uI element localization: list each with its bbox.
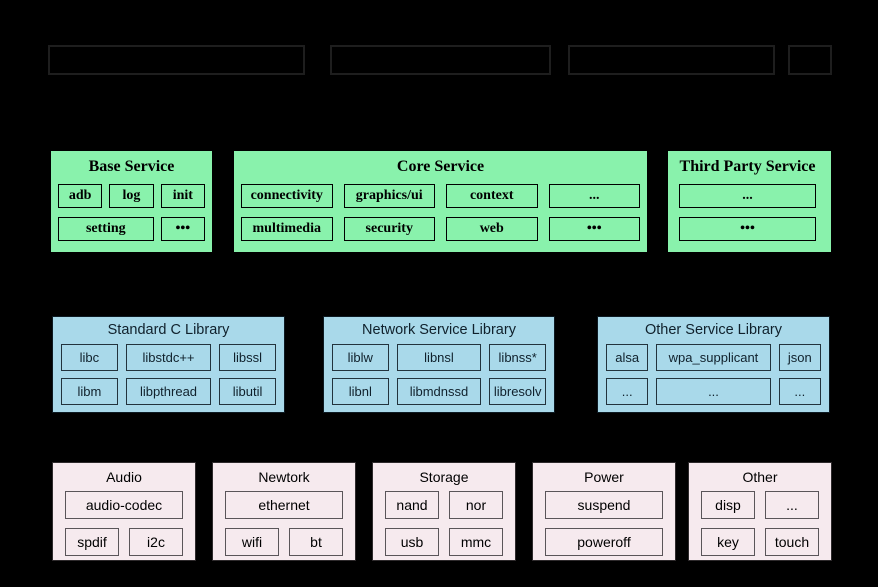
cell-core-ellipsis-1: ... bbox=[548, 184, 640, 208]
cell-base-ellipsis: ••• bbox=[160, 217, 205, 241]
third-party-service-cells: ... ••• bbox=[679, 184, 816, 241]
cell-multimedia: multimedia bbox=[241, 217, 333, 241]
cell-libssl: libssl bbox=[219, 344, 276, 371]
network-service-library-title: Network Service Library bbox=[362, 322, 516, 338]
standard-c-library-cells: libc libstdc++ libssl libm libpthread li… bbox=[61, 344, 276, 405]
cell-core-ellipsis-2: ••• bbox=[548, 217, 640, 241]
cell-init: init bbox=[160, 184, 205, 208]
panel-base-service: Base Service adb log init setting ••• bbox=[50, 150, 213, 253]
cell-graphics-ui: graphics/ui bbox=[343, 184, 435, 208]
cell-libpthread: libpthread bbox=[125, 378, 212, 405]
cell-i2c: i2c bbox=[129, 528, 183, 556]
cell-log: log bbox=[109, 184, 154, 208]
cell-web: web bbox=[446, 217, 538, 241]
cell-other-ellipsis: ... bbox=[765, 491, 819, 519]
newtork-cells: ethernet wifi bt bbox=[225, 491, 343, 556]
cell-libnss: libnss* bbox=[489, 344, 546, 371]
other-service-library-cells: alsa wpa_supplicant json ... ... ... bbox=[606, 344, 821, 405]
cell-third-party-ellipsis-1: ... bbox=[679, 184, 816, 208]
top-placeholder-box-4 bbox=[788, 45, 832, 75]
base-service-title: Base Service bbox=[88, 158, 175, 175]
cell-third-party-ellipsis-2: ••• bbox=[679, 217, 816, 241]
base-service-cells: adb log init setting ••• bbox=[58, 184, 205, 241]
cell-key: key bbox=[701, 528, 755, 556]
audio-title: Audio bbox=[106, 469, 142, 485]
cell-other-lib-ellipsis-3: ... bbox=[778, 378, 821, 405]
cell-json: json bbox=[778, 344, 821, 371]
panel-power: Power suspend poweroff bbox=[532, 462, 676, 561]
newtork-title: Newtork bbox=[258, 469, 310, 485]
cell-poweroff: poweroff bbox=[545, 528, 663, 556]
cell-nand: nand bbox=[385, 491, 439, 519]
audio-cells: audio-codec spdif i2c bbox=[65, 491, 183, 556]
standard-c-library-title: Standard C Library bbox=[107, 322, 230, 338]
cell-other-lib-ellipsis-1: ... bbox=[606, 378, 649, 405]
cell-libstdcpp: libstdc++ bbox=[125, 344, 212, 371]
panel-network-service-library: Network Service Library liblw libnsl lib… bbox=[323, 316, 555, 413]
third-party-service-title: Third Party Service bbox=[679, 158, 816, 175]
other-title: Other bbox=[742, 469, 778, 485]
network-service-library-cells: liblw libnsl libnss* libnl libmdnssd lib… bbox=[332, 344, 546, 405]
cell-adb: adb bbox=[58, 184, 103, 208]
cell-libnl: libnl bbox=[332, 378, 389, 405]
cell-libresolv: libresolv bbox=[489, 378, 546, 405]
top-placeholder-box-3 bbox=[568, 45, 775, 75]
storage-title: Storage bbox=[419, 469, 469, 485]
cell-libnsl: libnsl bbox=[396, 344, 482, 371]
top-placeholder-box-1 bbox=[48, 45, 305, 75]
cell-usb: usb bbox=[385, 528, 439, 556]
storage-cells: nand nor usb mmc bbox=[385, 491, 503, 556]
cell-touch: touch bbox=[765, 528, 819, 556]
cell-security: security bbox=[343, 217, 435, 241]
panel-newtork: Newtork ethernet wifi bt bbox=[212, 462, 356, 561]
panel-storage: Storage nand nor usb mmc bbox=[372, 462, 516, 561]
power-title: Power bbox=[584, 469, 624, 485]
cell-libmdnssd: libmdnssd bbox=[396, 378, 482, 405]
other-service-library-title: Other Service Library bbox=[645, 322, 782, 338]
cell-libc: libc bbox=[61, 344, 118, 371]
cell-context: context bbox=[446, 184, 538, 208]
cell-wpa-supplicant: wpa_supplicant bbox=[656, 344, 771, 371]
other-cells: disp ... key touch bbox=[701, 491, 819, 556]
cell-spdif: spdif bbox=[65, 528, 119, 556]
cell-ethernet: ethernet bbox=[225, 491, 343, 519]
cell-mmc: mmc bbox=[449, 528, 503, 556]
cell-nor: nor bbox=[449, 491, 503, 519]
cell-libm: libm bbox=[61, 378, 118, 405]
core-service-cells: connectivity graphics/ui context ... mul… bbox=[241, 184, 640, 241]
cell-liblw: liblw bbox=[332, 344, 389, 371]
top-placeholder-box-2 bbox=[330, 45, 551, 75]
cell-audio-codec: audio-codec bbox=[65, 491, 183, 519]
cell-connectivity: connectivity bbox=[241, 184, 333, 208]
cell-suspend: suspend bbox=[545, 491, 663, 519]
panel-core-service: Core Service connectivity graphics/ui co… bbox=[233, 150, 648, 253]
cell-disp: disp bbox=[701, 491, 755, 519]
cell-alsa: alsa bbox=[606, 344, 649, 371]
panel-other-service-library: Other Service Library alsa wpa_supplican… bbox=[597, 316, 830, 413]
core-service-title: Core Service bbox=[396, 158, 485, 175]
power-cells: suspend poweroff bbox=[545, 491, 663, 556]
panel-other: Other disp ... key touch bbox=[688, 462, 832, 561]
panel-third-party-service: Third Party Service ... ••• bbox=[667, 150, 832, 253]
cell-wifi: wifi bbox=[225, 528, 279, 556]
cell-bt: bt bbox=[289, 528, 343, 556]
panel-standard-c-library: Standard C Library libc libstdc++ libssl… bbox=[52, 316, 285, 413]
cell-libutil: libutil bbox=[219, 378, 276, 405]
cell-setting: setting bbox=[58, 217, 154, 241]
cell-other-lib-ellipsis-2: ... bbox=[656, 378, 771, 405]
panel-audio: Audio audio-codec spdif i2c bbox=[52, 462, 196, 561]
